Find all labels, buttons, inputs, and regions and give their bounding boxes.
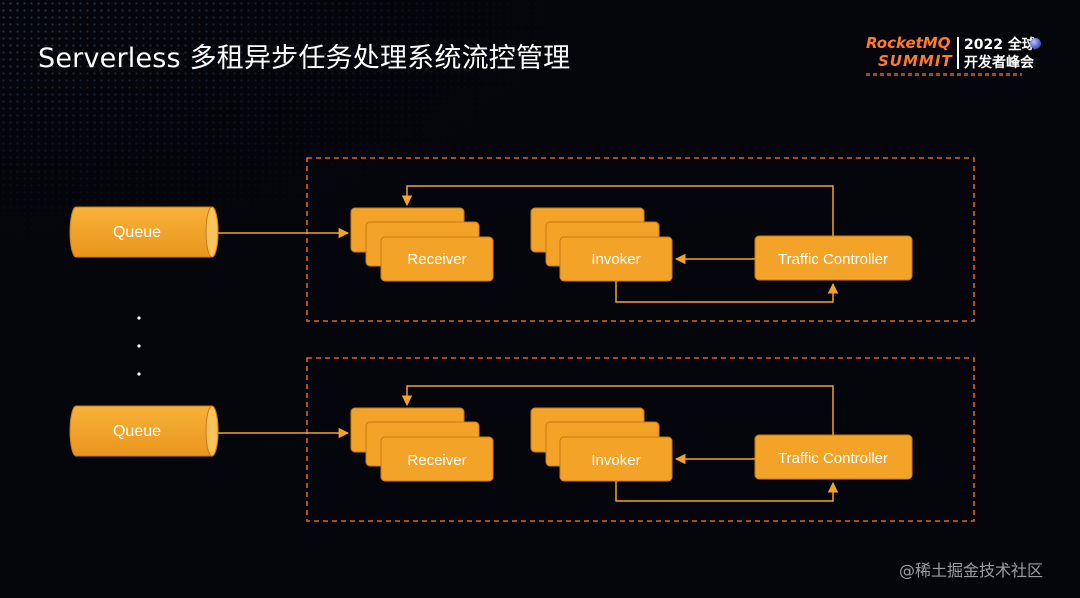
receiver-node-stack: Receiver (350, 207, 494, 282)
ellipsis-dots (137, 316, 141, 376)
tenant-group-1: Queue Receiver Invoker Traffic Controlle… (69, 157, 975, 322)
summit-logo: RocketMQ SUMMIT 2022 全球 开发者峰会 (866, 34, 1046, 84)
queue-node: Queue (69, 405, 219, 457)
traffic-controller-node: Traffic Controller (754, 235, 913, 281)
watermark-text: @稀土掘金技术社区 (899, 561, 1044, 580)
page-title: Serverless 多租异步任务处理系统流控管理 (38, 43, 571, 74)
invoker-to-controller-connector (615, 481, 839, 502)
controller-to-receiver-connector (401, 185, 834, 236)
invoker-to-controller-connector (615, 281, 839, 303)
controller-to-receiver-connector (401, 385, 834, 435)
logo-decorative-strip (866, 73, 1022, 76)
queue-label: Queue (113, 224, 161, 241)
logo-brand-summit: SUMMIT (878, 52, 953, 70)
traffic-controller-label: Traffic Controller (778, 450, 888, 467)
globe-icon (1030, 38, 1041, 49)
logo-event-year: 2022 全球 (964, 37, 1036, 53)
group-boundary (306, 157, 975, 322)
tenant-group-2: Queue Receiver Invoker Traffic Controlle… (69, 357, 975, 522)
receiver-label: Receiver (407, 251, 466, 268)
receiver-node-stack: Receiver (350, 407, 494, 482)
invoker-label: Invoker (591, 251, 640, 268)
invoker-node-stack: Invoker (530, 407, 673, 482)
group-boundary (306, 357, 975, 522)
invoker-label: Invoker (591, 452, 640, 469)
receiver-label: Receiver (407, 452, 466, 469)
traffic-controller-label: Traffic Controller (778, 251, 888, 268)
queue-label: Queue (113, 423, 161, 440)
logo-divider (957, 37, 959, 69)
traffic-controller-node: Traffic Controller (754, 434, 913, 480)
queue-node: Queue (69, 206, 219, 258)
logo-brand-name: RocketMQ (866, 34, 951, 52)
invoker-node-stack: Invoker (530, 207, 673, 282)
logo-event-name: 开发者峰会 (964, 55, 1034, 71)
